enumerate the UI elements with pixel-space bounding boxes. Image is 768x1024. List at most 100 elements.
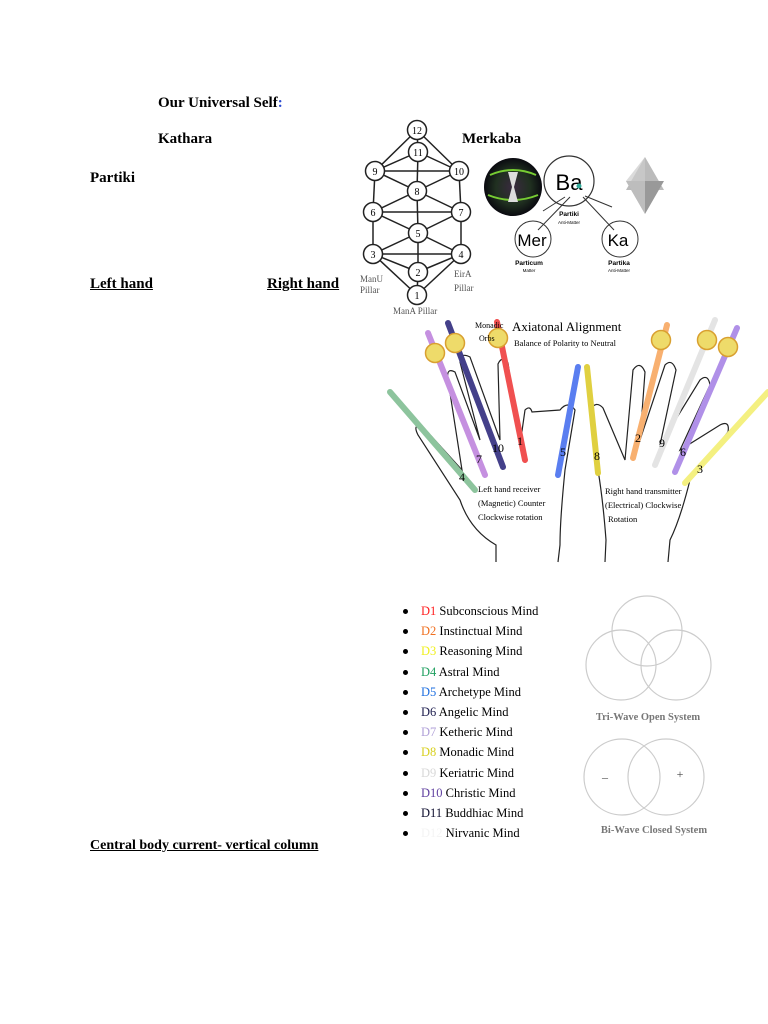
eira-label: EirA — [454, 269, 472, 279]
axiatonal-subtitle: Balance of Polarity to Neutral — [514, 338, 617, 348]
orbs-label: Orbs — [479, 334, 495, 343]
kathara-node — [362, 201, 384, 223]
tri-wave-label: Tri-Wave Open System — [596, 712, 700, 723]
kathara-node-label: 8 — [415, 187, 420, 198]
dimension-code: D3 — [421, 644, 437, 659]
dimension-code: D12 — [421, 826, 443, 841]
monadic-orb — [717, 336, 739, 358]
mind-list-item: D8 Monadic Mind — [400, 743, 538, 763]
hand-number: 2 — [635, 431, 641, 445]
left-hand-label: Left hand — [90, 276, 153, 292]
kathara-node — [407, 222, 429, 244]
merkaba-label: Merkaba — [462, 131, 522, 147]
kathara-node — [407, 141, 429, 163]
hand-number: 7 — [476, 452, 482, 466]
mind-list-item: D10 Christic Mind — [400, 784, 538, 804]
bi-wave-label: Bi-Wave Closed System — [601, 825, 707, 836]
dimension-code: D4 — [421, 664, 437, 679]
kathara-node-label: 9 — [373, 167, 378, 178]
particum-label: Particum — [515, 260, 543, 267]
partiki-label: Partiki — [90, 170, 135, 186]
hand-number: 1 — [517, 434, 523, 448]
partika-label: Partika — [608, 260, 630, 267]
hand-number: 6 — [680, 445, 686, 459]
kathara-node — [450, 243, 472, 265]
mind-list-item: D12 Nirvanic Mind — [400, 824, 538, 844]
mind-list-item: D11 Buddhiac Mind — [400, 804, 538, 824]
mind-list-item: D2 Instinctual Mind — [400, 622, 538, 642]
kathara-node-label: 10 — [454, 167, 464, 178]
mind-list-item: D3 Reasoning Mind — [400, 642, 538, 662]
energy-beam — [584, 364, 601, 476]
central-body-label: Central body current- vertical column — [90, 838, 319, 853]
kathara-node-label: 11 — [413, 148, 423, 159]
kathara-node — [364, 160, 386, 182]
plus-sign: + — [677, 767, 684, 781]
ka-label: Ka — [608, 231, 629, 250]
axiatonal-title: Axiatonal Alignment — [512, 319, 622, 334]
bi-wave-circle — [583, 738, 661, 816]
mind-list-item: D5 Archetype Mind — [400, 683, 538, 703]
mind-list-item: D7 Ketheric Mind — [400, 723, 538, 743]
kathara-node — [362, 243, 384, 265]
right-hand-text: Right hand transmitter — [605, 486, 682, 496]
right-hand-text: (Electrical) Clockwise — [605, 500, 681, 510]
hand-number: 5 — [560, 445, 566, 459]
dimension-code: D2 — [421, 624, 437, 639]
dimension-code: D9 — [421, 765, 437, 780]
hand-number: 3 — [697, 462, 703, 476]
hand-number: 4 — [459, 470, 465, 484]
kathara-node — [448, 160, 470, 182]
dimension-code: D5 — [421, 684, 437, 699]
mind-name: Subconscious Mind — [439, 604, 539, 618]
energy-beam — [555, 364, 581, 478]
manu-label: ManU — [360, 274, 383, 284]
kathara-node-label: 1 — [415, 291, 420, 302]
dimension-code: D8 — [421, 745, 437, 760]
energy-beam — [682, 389, 768, 486]
left-hand-text: Clockwise rotation — [478, 512, 543, 522]
dimension-code: D6 — [421, 704, 437, 719]
partiki-sub: Anti-Matter — [558, 220, 581, 225]
kathara-node — [406, 284, 428, 306]
kathara-node-label: 3 — [371, 250, 376, 261]
kathara-node-label: 6 — [371, 208, 376, 219]
manu-pillar: Pillar — [360, 285, 380, 295]
mind-name: Archetype Mind — [438, 684, 521, 699]
kathara-node — [406, 180, 428, 202]
mer-label: Mer — [517, 231, 547, 250]
star-tetrahedron-icon — [626, 157, 664, 214]
kathara-node-label: 12 — [412, 126, 422, 137]
dimension-code: D1 — [421, 604, 437, 618]
mind-name: Christic Mind — [445, 785, 516, 800]
eira-pillar: Pillar — [454, 283, 474, 293]
right-hand-text: Rotation — [608, 514, 638, 524]
kathara-label: Kathara — [158, 131, 213, 147]
partiki-diagram-label: Partiki — [559, 211, 579, 218]
tri-wave-circle — [640, 629, 712, 701]
energy-beam — [387, 389, 478, 493]
mind-name: Buddhiac Mind — [445, 805, 524, 820]
page-title: Our Universal Self: — [158, 95, 283, 112]
left-hand-text: (Magnetic) Counter — [478, 498, 545, 508]
merkaba-diagram: Ba Mer Ka Partiki Anti-Matter Particum M… — [484, 155, 664, 273]
minus-sign: – — [601, 770, 609, 784]
mind-name: Angelic Mind — [438, 704, 509, 719]
kathara-node — [450, 201, 472, 223]
ba-label: Ba — [556, 170, 584, 195]
dimension-code: D10 — [421, 785, 443, 800]
mind-name: Monadic Mind — [439, 745, 515, 760]
title-text: Our Universal Self — [158, 95, 278, 111]
title-colon: : — [277, 95, 283, 111]
mind-name: Instinctual Mind — [439, 624, 523, 639]
right-hand-label: Right hand — [267, 276, 340, 292]
kathara-node-label: 5 — [416, 229, 421, 240]
hand-number: 10 — [492, 441, 504, 455]
mind-list-item: D4 Astral Mind — [400, 663, 538, 683]
monadic-orb — [696, 329, 718, 351]
monadic-orb — [424, 342, 446, 364]
kathara-node — [406, 119, 428, 141]
